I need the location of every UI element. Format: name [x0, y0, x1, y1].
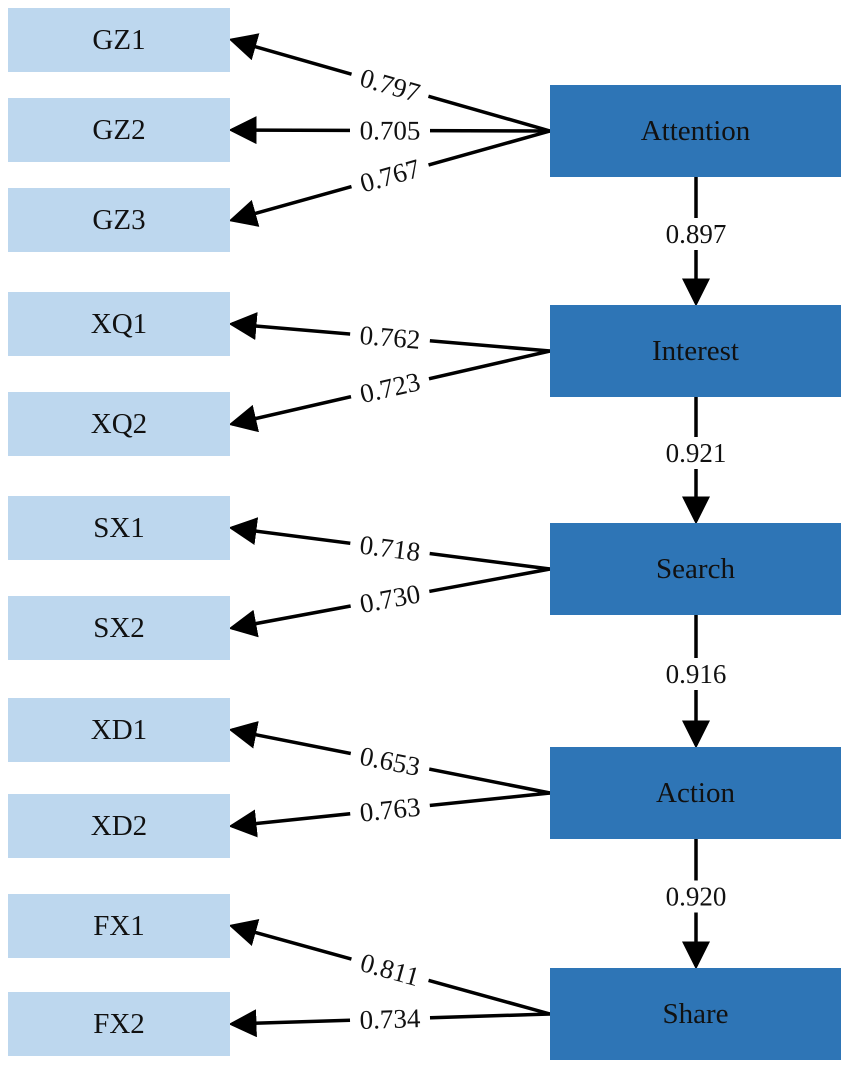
loading-value: 0.730 — [357, 578, 422, 619]
path-coefficient: 0.916 — [666, 659, 727, 689]
loading-value: 0.734 — [359, 1003, 421, 1035]
indicator-label: GZ3 — [92, 204, 145, 236]
indicator-box — [8, 188, 230, 252]
indicator-gz2: GZ2 — [8, 98, 230, 162]
indicator-label: XD1 — [91, 714, 147, 746]
indicator-label: XQ1 — [91, 308, 147, 340]
loading-value: 0.811 — [357, 947, 423, 992]
construct-search: Search — [550, 523, 841, 615]
construct-label: Action — [656, 777, 735, 809]
indicator-fx2: FX2 — [8, 992, 230, 1056]
path-coefficient: 0.921 — [666, 438, 727, 468]
loading-value: 0.767 — [357, 153, 424, 198]
construct-box — [550, 305, 841, 397]
indicator-sx1: SX1 — [8, 496, 230, 560]
construct-share: Share — [550, 968, 841, 1060]
indicator-box — [8, 894, 230, 958]
loading-value: 0.763 — [358, 792, 422, 828]
indicator-xq1: XQ1 — [8, 292, 230, 356]
path-coefficient: 0.897 — [666, 219, 727, 249]
loading-label-bg — [349, 1003, 431, 1035]
indicator-label: GZ2 — [92, 114, 145, 146]
indicator-gz1: GZ1 — [8, 8, 230, 72]
path-label-bg — [654, 218, 738, 250]
loading-label-bg — [348, 577, 432, 620]
construct-label: Search — [656, 553, 735, 585]
indicator-box — [8, 496, 230, 560]
construct-box — [550, 85, 841, 177]
loading-label-bg — [348, 529, 432, 568]
construct-label: Share — [662, 998, 728, 1030]
indicator-sx2: SX2 — [8, 596, 230, 660]
loading-label-bg — [348, 320, 432, 355]
construct-label: Attention — [641, 115, 751, 147]
path-label-bg — [654, 880, 738, 913]
construct-label: Interest — [652, 335, 739, 367]
indicator-xd1: XD1 — [8, 698, 230, 762]
loading-value: 0.762 — [358, 320, 421, 355]
indicator-gz3: GZ3 — [8, 188, 230, 252]
path-coefficient: 0.920 — [666, 882, 727, 912]
loading-label-bg — [347, 365, 433, 411]
construct-attention: Attention — [550, 85, 841, 177]
indicator-box — [8, 292, 230, 356]
loading-value: 0.723 — [357, 366, 423, 409]
indicator-label: XQ2 — [91, 408, 147, 440]
indicator-box — [8, 392, 230, 456]
path-label-bg — [654, 658, 738, 690]
loading-label-bg — [348, 739, 432, 783]
loading-value: 0.797 — [357, 62, 424, 108]
indicator-xd2: XD2 — [8, 794, 230, 858]
loading-label-bg — [347, 60, 433, 110]
indicator-label: XD2 — [91, 810, 147, 842]
indicator-label: SX2 — [93, 612, 145, 644]
indicator-fx1: FX1 — [8, 894, 230, 958]
indicator-label: GZ1 — [92, 24, 145, 56]
loading-label-bg — [347, 151, 433, 201]
construct-box — [550, 523, 841, 615]
loading-label-bg — [349, 116, 431, 145]
construct-action: Action — [550, 747, 841, 839]
indicator-label: SX1 — [93, 512, 145, 544]
indicator-label: FX2 — [93, 1008, 145, 1040]
indicator-box — [8, 98, 230, 162]
path-label-bg — [654, 437, 738, 469]
construct-interest: Interest — [550, 305, 841, 397]
loading-label-bg — [347, 945, 433, 994]
construct-box — [550, 747, 841, 839]
loading-label-bg — [348, 791, 432, 828]
loading-value: 0.705 — [360, 115, 421, 145]
indicator-box — [8, 8, 230, 72]
indicator-box — [8, 596, 230, 660]
indicator-box — [8, 992, 230, 1056]
loading-value: 0.653 — [357, 741, 422, 782]
indicator-box — [8, 698, 230, 762]
construct-box — [550, 968, 841, 1060]
loading-value: 0.718 — [358, 530, 422, 568]
indicator-box — [8, 794, 230, 858]
indicator-label: FX1 — [93, 910, 145, 942]
indicator-xq2: XQ2 — [8, 392, 230, 456]
